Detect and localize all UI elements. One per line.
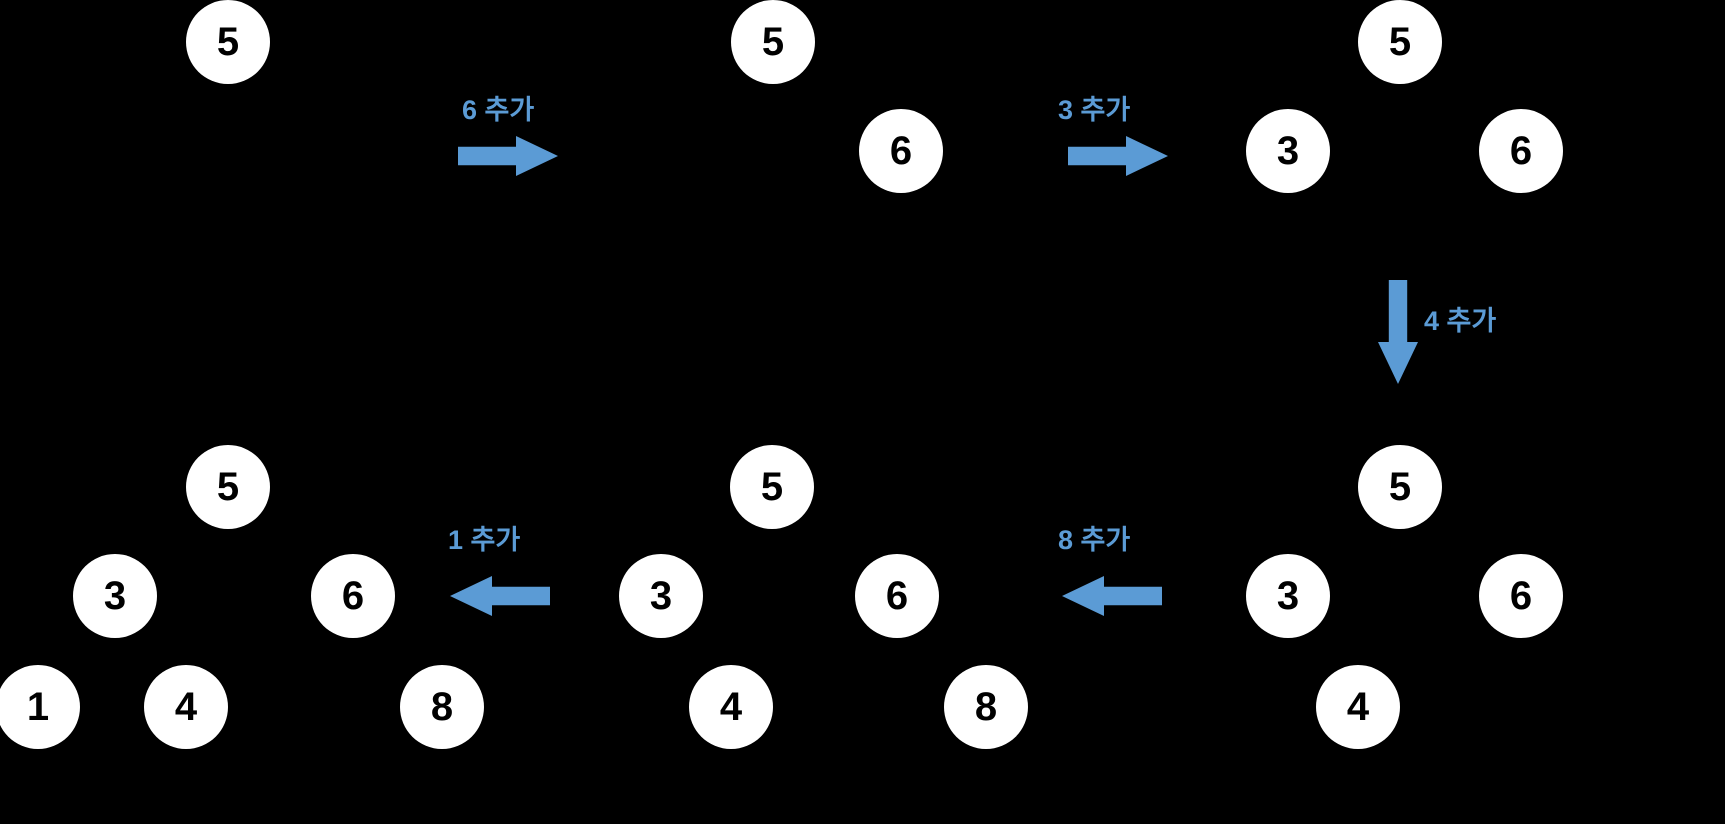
arrow-right-icon <box>458 136 558 176</box>
arrow-label: 6 추가 <box>462 95 535 125</box>
arrow-down-icon <box>1378 280 1418 384</box>
arrow-left-icon <box>1062 576 1162 616</box>
heap-node: 6 <box>855 554 939 638</box>
heap-node: 3 <box>619 554 703 638</box>
arrow-label: 4 추가 <box>1424 306 1497 336</box>
heap-node: 8 <box>400 665 484 749</box>
heap-node: 3 <box>73 554 157 638</box>
heap-node: 8 <box>944 665 1028 749</box>
heap-node: 4 <box>689 665 773 749</box>
heap-node: 5 <box>1358 445 1442 529</box>
arrow-left-icon <box>450 576 550 616</box>
heap-node: 3 <box>1246 109 1330 193</box>
heap-node: 1 <box>0 665 80 749</box>
heap-node: 6 <box>311 554 395 638</box>
heap-node: 6 <box>1479 109 1563 193</box>
heap-node: 5 <box>186 0 270 84</box>
arrow-label: 8 추가 <box>1058 525 1131 555</box>
heap-node: 6 <box>1479 554 1563 638</box>
heap-node: 5 <box>730 445 814 529</box>
heap-node: 5 <box>186 445 270 529</box>
arrow-right-icon <box>1068 136 1168 176</box>
heap-node: 4 <box>144 665 228 749</box>
heap-node: 4 <box>1316 665 1400 749</box>
heap-node: 3 <box>1246 554 1330 638</box>
heap-node: 5 <box>1358 0 1442 84</box>
arrow-label: 1 추가 <box>448 525 521 555</box>
arrow-label: 3 추가 <box>1058 95 1131 125</box>
heap-node: 6 <box>859 109 943 193</box>
heap-node: 5 <box>731 0 815 84</box>
